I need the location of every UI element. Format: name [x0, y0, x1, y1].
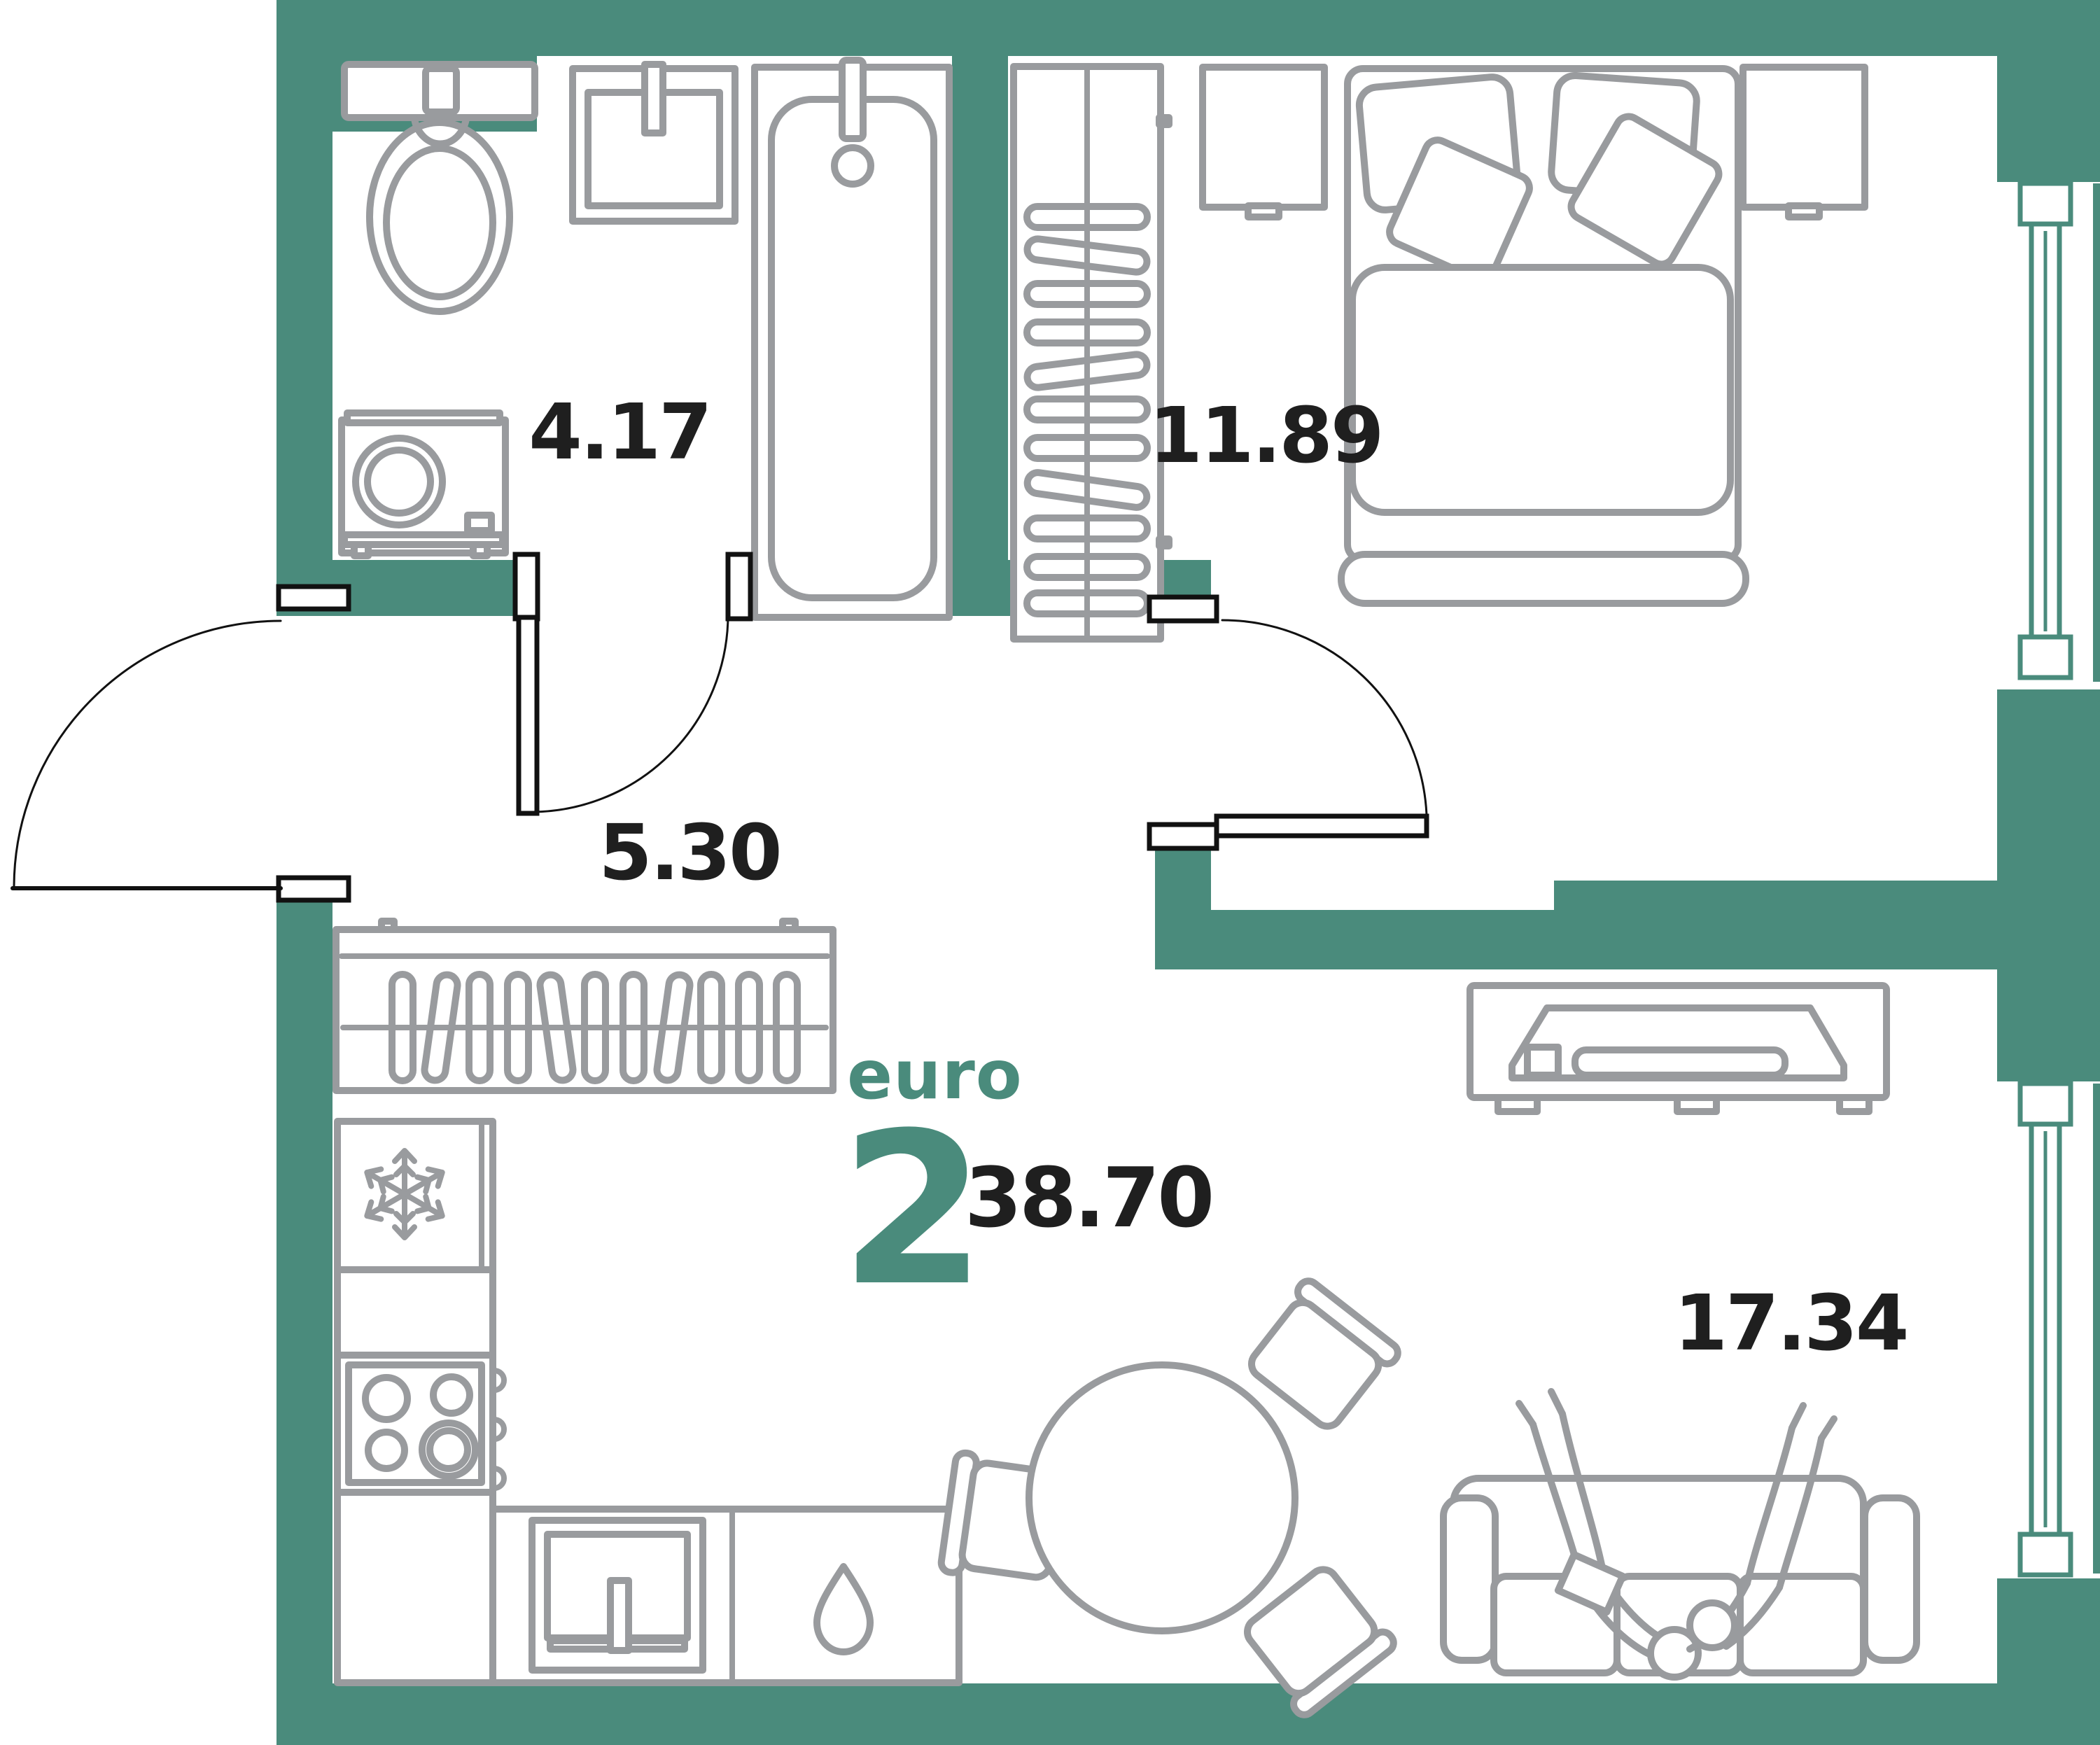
dining-set: [940, 1277, 1401, 1719]
entry-door: [10, 584, 351, 903]
nightstand-left: [1199, 64, 1328, 220]
hallway-wardrobe: [332, 918, 836, 1094]
wall-left-lower: [276, 883, 332, 1745]
plan-rooms-count: 2: [840, 1088, 986, 1332]
room-label-hallway: 5.30: [598, 808, 780, 897]
wall-bedroom-living-step: [1554, 881, 1998, 912]
bedroom-door: [1147, 594, 1429, 851]
toilet: [341, 61, 538, 315]
person-figure-right: [1686, 1402, 1837, 1653]
wall-bathroom-right: [952, 56, 1008, 560]
bedroom-wardrobe: [1010, 63, 1172, 643]
person-figure-left: [1516, 1388, 1702, 1681]
washing-machine: [338, 409, 509, 559]
bed-footboard: [1338, 551, 1749, 607]
windows-layer: [2017, 181, 2100, 1578]
bathroom-sink: [569, 61, 738, 225]
living-room-window: [2017, 1081, 2100, 1578]
bathroom-door: [512, 552, 753, 816]
people-on-sofa: [1516, 1388, 1837, 1681]
tv-console: [1466, 982, 1890, 1115]
bathtub: [751, 57, 953, 621]
labels-layer: 4.17 11.89 5.30 17.34 euro 2 38.70: [528, 387, 1909, 1368]
room-label-bedroom: 11.89: [1149, 391, 1382, 480]
bedroom-window: [2017, 181, 2100, 682]
walls-layer: [276, 0, 2100, 1745]
furniture-layer: [332, 57, 1920, 1719]
doors-layer: [10, 552, 1429, 903]
wall-right-middle: [1997, 689, 2100, 1081]
cushion: [1567, 113, 1723, 268]
counter-lower: [334, 1489, 496, 1686]
water-drop-icon: [813, 1563, 874, 1655]
kitchen-sink: [528, 1517, 706, 1674]
dining-table: [1026, 1361, 1298, 1634]
room-label-bathroom: 4.17: [528, 387, 710, 477]
wall-bottom: [276, 1683, 2100, 1745]
wall-bedroom-living: [1155, 910, 1998, 969]
kitchen-counter: [334, 1118, 962, 1686]
nightstand-right: [1740, 64, 1868, 220]
fridge: [334, 1118, 496, 1273]
wall-top: [276, 0, 2005, 56]
bed: [1338, 65, 1749, 607]
duvet: [1349, 264, 1734, 516]
cushion: [1386, 136, 1533, 283]
stove: [334, 1352, 507, 1540]
wall-right-top: [1997, 0, 2100, 182]
counter-middle: [334, 1266, 496, 1359]
plan-total-area: 38.70: [965, 1149, 1212, 1246]
counter-bottom-run: [489, 1506, 962, 1686]
wall-left-upper: [276, 0, 332, 602]
plan-type-label: euro: [847, 1036, 1023, 1114]
room-label-living-kitchen: 17.34: [1674, 1278, 1907, 1368]
